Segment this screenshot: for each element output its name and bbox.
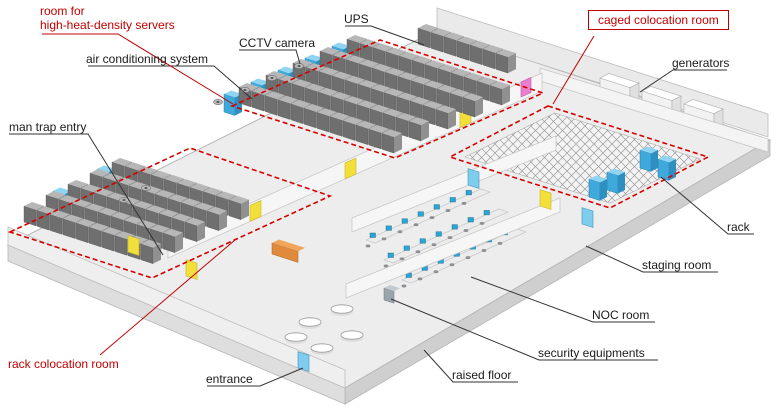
- label-generators: generators: [672, 56, 730, 70]
- label-noc-room: NOC room: [592, 308, 650, 322]
- caged-colocation-area: [464, 112, 701, 204]
- label-cctv-camera: CCTV camera: [239, 36, 316, 50]
- label-raised-floor: raised floor: [452, 368, 512, 382]
- cage-rack: [606, 168, 626, 194]
- yellow-door: [127, 235, 140, 256]
- cage-rack: [588, 175, 608, 201]
- label-staging-room: staging room: [642, 258, 712, 272]
- label-ups: UPS: [344, 12, 369, 26]
- cage-mesh: [465, 113, 700, 203]
- leader-lines: [9, 25, 754, 387]
- zone-outline-caged-colocation: [447, 105, 711, 209]
- label-man-trap-entry: man trap entry: [9, 120, 87, 134]
- noc-room: [345, 135, 561, 299]
- blue-door: [581, 207, 594, 228]
- label-caged-colocation-room: caged colocation room: [588, 10, 729, 30]
- security-equipment: [271, 239, 401, 304]
- label-air-conditioning: air conditioning system: [86, 52, 209, 66]
- label-high-heat-room: room for high-heat-density servers: [40, 4, 175, 32]
- entrance-door: [297, 351, 310, 372]
- label-rack-colocation-room: rack colocation room: [8, 357, 119, 371]
- label-rack: rack: [727, 220, 750, 234]
- zone-outline-high-heat: [229, 39, 546, 159]
- front-wall: [7, 226, 346, 389]
- cage-rack: [639, 146, 659, 172]
- label-entrance: entrance: [206, 372, 253, 386]
- blue-door: [467, 168, 480, 189]
- yellow-door: [539, 189, 552, 210]
- zone-outline-rack-colocation: [7, 147, 333, 279]
- label-security-equipments: security equipments: [538, 346, 645, 360]
- cage-rack: [657, 155, 677, 181]
